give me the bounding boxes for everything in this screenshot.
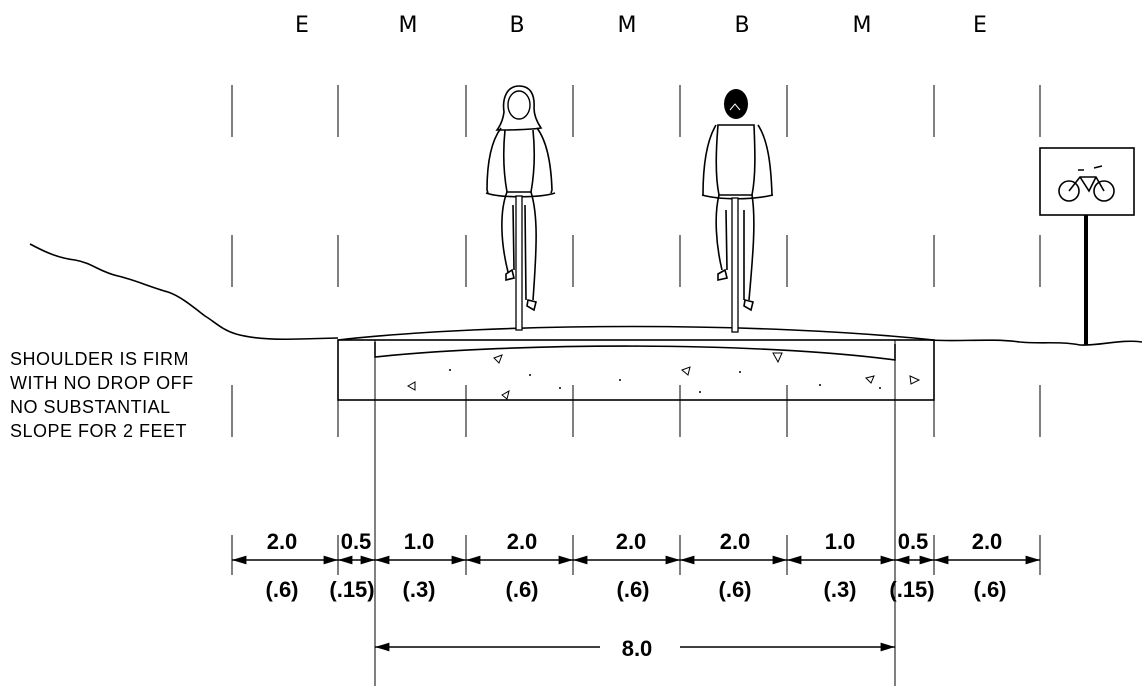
shoulder-note: SHOULDER IS FIRM WITH NO DROP OFF NO SUB… — [10, 349, 194, 441]
dim-feet: 2.0 — [972, 529, 1003, 554]
dim-meters: (.6) — [974, 577, 1007, 602]
zone-label: E — [295, 13, 309, 38]
dim-meters: (.6) — [266, 577, 299, 602]
trail-pavement — [337, 325, 935, 401]
dim-meters: (.6) — [719, 577, 752, 602]
ground-line — [29, 243, 1142, 346]
dim-meters: (.15) — [329, 577, 374, 602]
dimension-labels-feet: 2.0 0.5 1.0 2.0 2.0 2.0 1.0 0.5 2.0 — [267, 529, 1003, 554]
zone-label: M — [399, 13, 418, 38]
zone-boundary-lines — [231, 85, 1041, 686]
cyclist-left — [485, 85, 556, 331]
dim-meters: (.6) — [617, 577, 650, 602]
dim-meters: (.3) — [824, 577, 857, 602]
dim-feet: 1.0 — [404, 529, 435, 554]
total-width-label: 8.0 — [622, 636, 653, 661]
zone-label: B — [509, 13, 524, 38]
pavement-top-layer — [374, 342, 896, 361]
zone-label: M — [618, 13, 637, 38]
dim-feet: 2.0 — [616, 529, 647, 554]
dim-feet: 1.0 — [825, 529, 856, 554]
dim-meters: (.6) — [506, 577, 539, 602]
dim-feet: 2.0 — [507, 529, 538, 554]
bicycle-icon — [1058, 165, 1115, 202]
dim-meters: (.15) — [889, 577, 934, 602]
zone-labels: E M B M B M E — [295, 13, 987, 38]
dim-meters: (.3) — [403, 577, 436, 602]
trail-surface — [337, 325, 935, 341]
bike-route-sign — [1039, 147, 1135, 345]
total-width-dimension: 8.0 — [375, 636, 895, 661]
note-line: NO SUBSTANTIAL — [10, 397, 171, 417]
head — [724, 89, 748, 119]
dim-feet: 0.5 — [898, 529, 929, 554]
sign-panel — [1039, 147, 1135, 216]
aggregate-texture — [406, 352, 921, 400]
dim-feet: 2.0 — [267, 529, 298, 554]
zone-label: B — [734, 13, 749, 38]
dim-feet: 2.0 — [720, 529, 751, 554]
hair-outline — [495, 85, 543, 131]
zone-label: M — [853, 13, 872, 38]
note-line: SLOPE FOR 2 FEET — [10, 421, 187, 441]
base-course — [337, 339, 935, 401]
cyclist-right — [701, 89, 774, 333]
zone-label: E — [973, 13, 987, 38]
dim-feet: 0.5 — [341, 529, 372, 554]
head — [507, 90, 531, 120]
note-line: WITH NO DROP OFF — [10, 373, 194, 393]
note-line: SHOULDER IS FIRM — [10, 349, 189, 369]
dimension-labels-meters: (.6) (.15) (.3) (.6) (.6) (.6) (.3) (.15… — [266, 577, 1007, 602]
